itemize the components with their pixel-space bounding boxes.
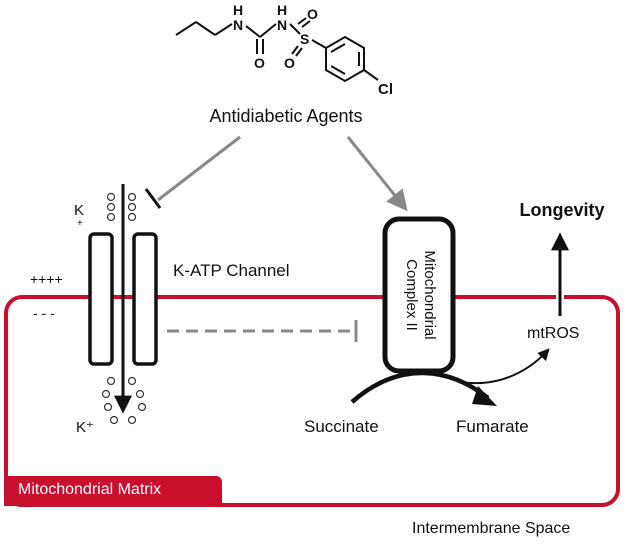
k-ion-label-bottom: K⁺ bbox=[76, 419, 94, 436]
longevity-label: Longevity bbox=[519, 200, 604, 220]
succinate-fumarate-arrowhead bbox=[472, 386, 497, 406]
intermembrane-space-label: Intermembrane Space bbox=[412, 520, 570, 537]
atom-o-s2: O bbox=[284, 55, 295, 71]
inhibit-channel-bar bbox=[144, 188, 162, 209]
mitochondrial-matrix-tag: Mitochondrial Matrix bbox=[4, 476, 222, 506]
negative-charges: - - - bbox=[33, 305, 55, 321]
potassium-ions-top bbox=[106, 192, 137, 222]
atom-s: S bbox=[300, 31, 309, 47]
mtros-label: mtROS bbox=[527, 325, 579, 342]
mitochondrial-matrix-label: Mitochondrial Matrix bbox=[18, 481, 162, 498]
molecule-atom-labels: H N H N O S O O Cl bbox=[233, 2, 393, 98]
positive-charges: ++++ bbox=[30, 271, 63, 287]
complex-ii-label: Mitochondrial Complex II bbox=[403, 250, 438, 339]
svg-text:Mitochondrial: Mitochondrial bbox=[421, 250, 438, 339]
mtros-arrow bbox=[459, 348, 550, 385]
atom-h1: H bbox=[233, 2, 243, 18]
svg-text:Complex II: Complex II bbox=[403, 259, 420, 331]
atom-h2: H bbox=[277, 2, 287, 18]
k-ion-label-top: K bbox=[74, 202, 84, 219]
atom-o-s1: O bbox=[307, 6, 318, 22]
succinate-fumarate-arrow bbox=[350, 370, 490, 404]
mitochondrial-membrane bbox=[4, 295, 620, 507]
atom-n1: N bbox=[233, 17, 243, 33]
inhibit-channel-line bbox=[157, 135, 241, 202]
fumarate-label: Fumarate bbox=[456, 417, 529, 436]
activate-complex-arrow bbox=[346, 136, 408, 212]
succinate-label: Succinate bbox=[304, 417, 379, 436]
channel-subunit-left bbox=[88, 232, 114, 366]
sulfonylurea-structure bbox=[175, 17, 379, 83]
channel-subunit-right bbox=[132, 232, 158, 366]
atom-o-carbonyl: O bbox=[254, 55, 265, 71]
atom-cl: Cl bbox=[378, 81, 393, 98]
k-atp-channel-label: K-ATP Channel bbox=[173, 261, 290, 280]
atom-n2: N bbox=[277, 17, 287, 33]
k-ion-charge-top: + bbox=[77, 218, 83, 229]
potassium-ions-bottom bbox=[101, 376, 147, 425]
antidiabetic-agents-label: Antidiabetic Agents bbox=[209, 106, 362, 126]
